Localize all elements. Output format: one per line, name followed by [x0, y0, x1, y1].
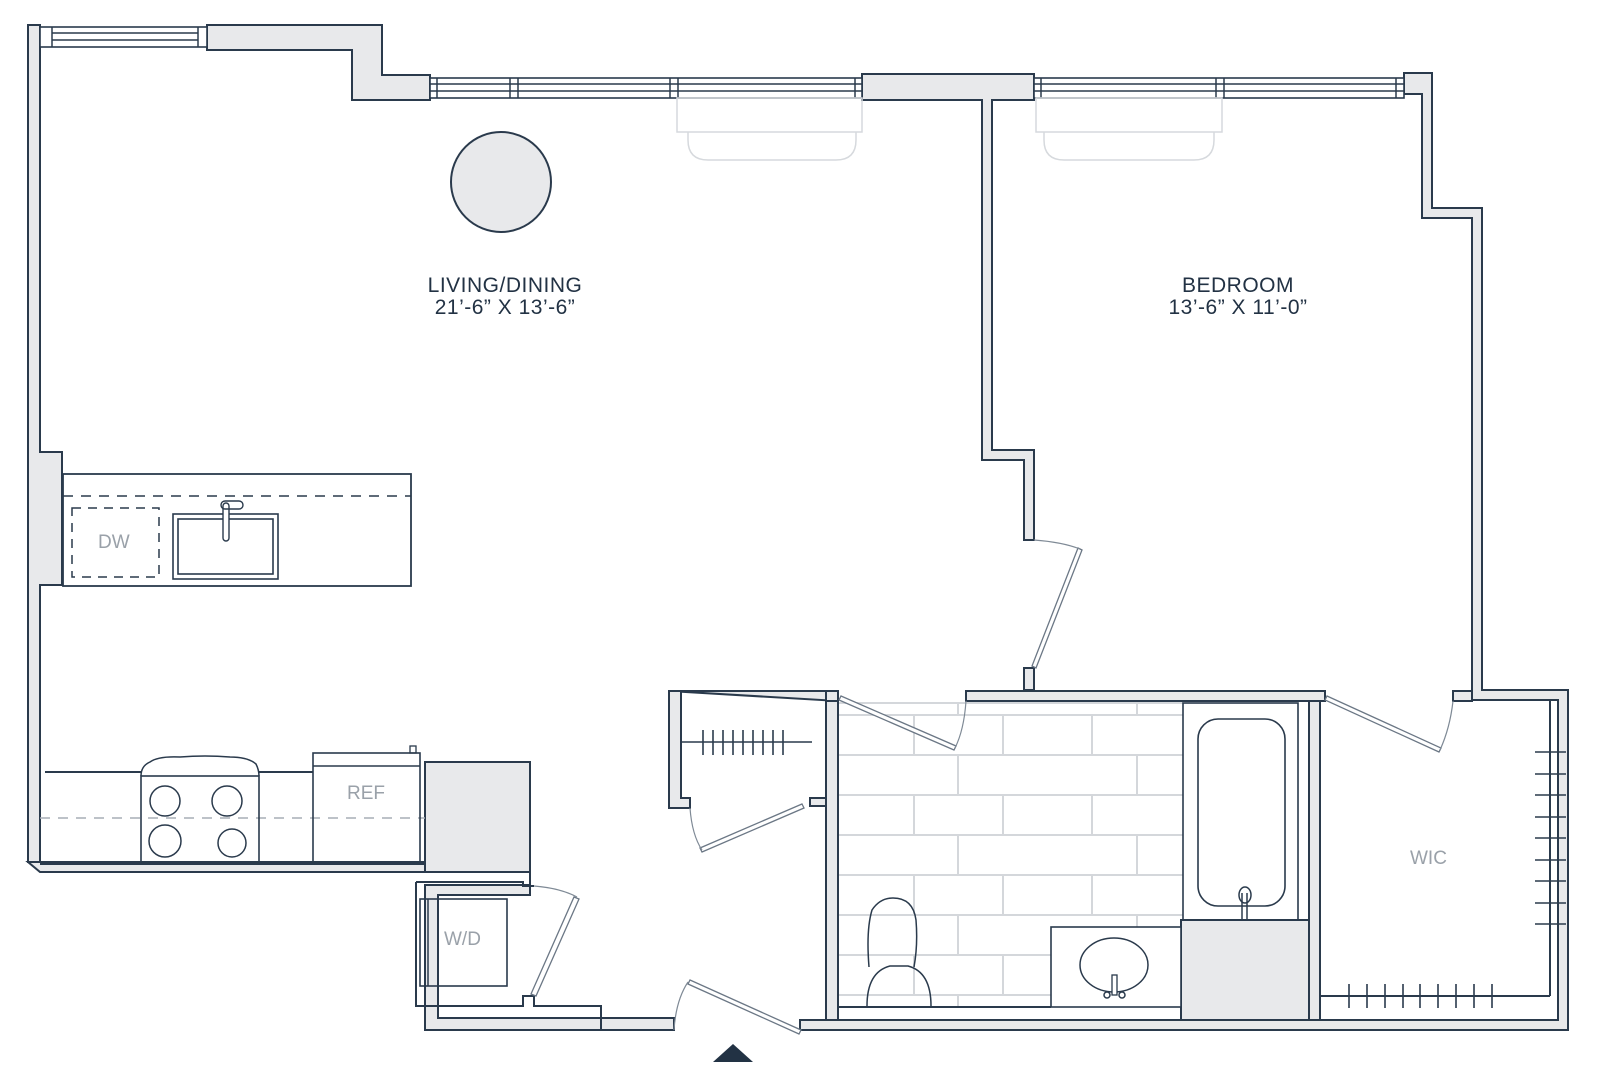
walk-in-closet-label: WIC [1410, 848, 1447, 869]
round-column-icon [450, 131, 552, 233]
room-label-living-dining: LIVING/DINING 21’-6” X 13’-6” [405, 275, 605, 319]
washer-dryer-closet [415, 881, 602, 1030]
bathroom [825, 690, 1326, 1021]
windows [39, 26, 1405, 99]
dishwasher-outline [71, 507, 160, 578]
entry-door[interactable] [673, 979, 802, 1035]
radiators [676, 97, 1223, 161]
stove-icon [140, 755, 260, 865]
sink-icon [172, 500, 279, 580]
kitchen-back-counter [40, 745, 425, 865]
room-dimensions: 21’-6” X 13’-6” [434, 296, 576, 319]
entry-arrow-up-icon [713, 1044, 753, 1062]
refrigerator-icon [312, 745, 421, 865]
dishwasher-label: DW [98, 532, 130, 553]
washer-dryer-label: W/D [444, 929, 481, 950]
kitchen-counter-sink [62, 473, 412, 587]
room-label-bedroom: BEDROOM 13’-6” X 11’-0” [1138, 275, 1338, 319]
exterior-walls [25, 24, 1569, 1031]
room-name: LIVING/DINING [427, 274, 583, 297]
refrigerator-label: REF [347, 783, 385, 804]
bathtub-icon [1182, 702, 1299, 921]
room-name: BEDROOM [1181, 274, 1294, 297]
coat-closet [668, 690, 839, 1021]
bedroom-door[interactable] [1031, 539, 1083, 669]
vanity-sink-icon [1050, 926, 1182, 1008]
room-dimensions: 13’-6” X 11’-0” [1168, 296, 1308, 319]
walk-in-closet [1308, 690, 1566, 1021]
toilet-icon [866, 897, 932, 1007]
